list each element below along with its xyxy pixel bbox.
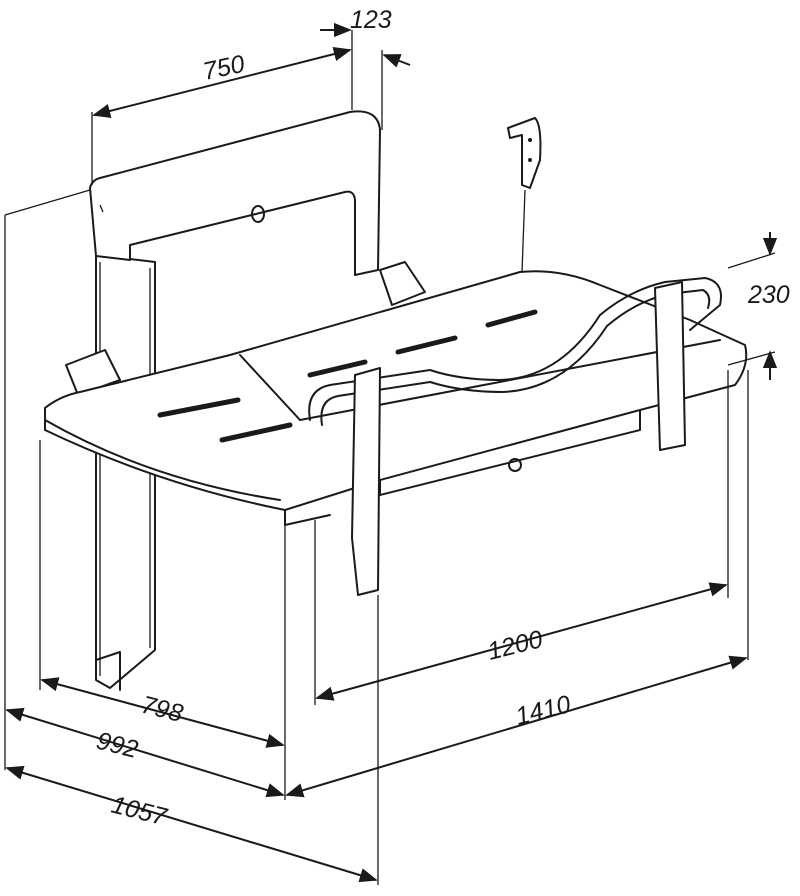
dim-label-798: 798 bbox=[139, 691, 186, 728]
backrest-panel bbox=[89, 110, 381, 276]
dim-label-230: 230 bbox=[747, 281, 790, 309]
dim-label-750: 750 bbox=[200, 50, 247, 86]
dim-label-1200: 1200 bbox=[485, 625, 546, 666]
dim-label-1057: 1057 bbox=[109, 791, 171, 832]
right-bracket bbox=[379, 261, 426, 306]
dim-label-123: 123 bbox=[350, 6, 392, 34]
backrest-hole bbox=[251, 205, 265, 223]
dimension-lines bbox=[5, 22, 778, 883]
left-bracket bbox=[65, 349, 121, 396]
adjustment-knob bbox=[508, 458, 522, 472]
left-rail-strap bbox=[351, 367, 381, 596]
extension-lines bbox=[4, 30, 776, 885]
right-rail-strap bbox=[654, 281, 686, 451]
dim-label-1410: 1410 bbox=[513, 690, 574, 731]
dim-label-992: 992 bbox=[94, 727, 141, 764]
hand-control bbox=[507, 117, 542, 273]
side-rail bbox=[308, 277, 722, 596]
